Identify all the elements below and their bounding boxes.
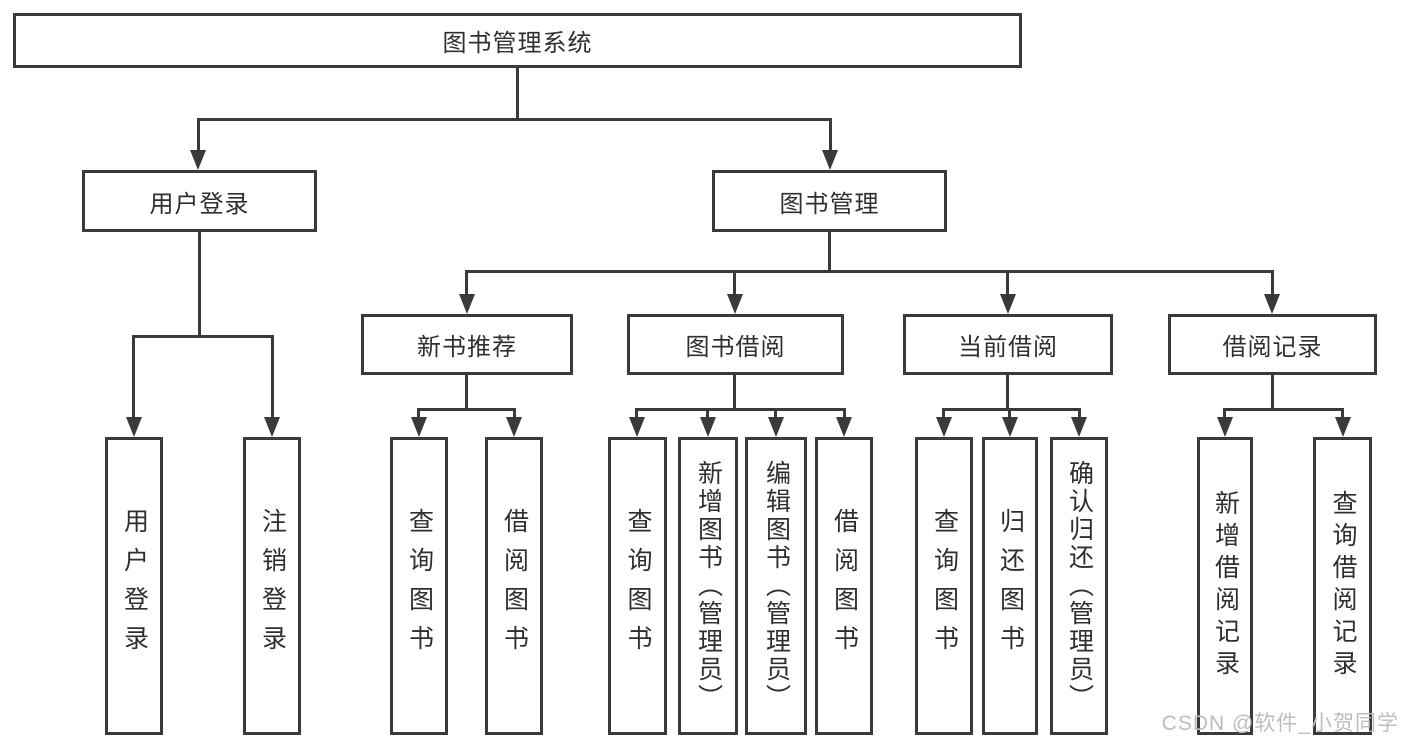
connector-line <box>1341 408 1344 420</box>
connector-line <box>1271 270 1274 296</box>
connector-line <box>1006 375 1009 411</box>
connector-line <box>733 270 736 296</box>
connector-line <box>942 408 1081 411</box>
leaf-log-add-record: 新增借阅记录 <box>1197 437 1253 735</box>
arrowhead-down-icon <box>411 417 427 437</box>
leaf-log-query-record-label: 查询借阅记录 <box>1329 490 1357 682</box>
connector-line <box>513 408 516 420</box>
arrowhead-down-icon <box>506 417 522 437</box>
node-new-book-recommend-label: 新书推荐 <box>417 334 517 361</box>
arrowhead-down-icon <box>1071 417 1087 437</box>
connector-line <box>942 408 945 420</box>
leaf-logout: 注销登录 <box>243 437 301 735</box>
leaf-log-query-record: 查询借阅记录 <box>1313 437 1372 735</box>
leaf-rec-borrow-books-label: 借阅图书 <box>500 508 529 664</box>
node-user-login-label: 用户登录 <box>149 190 250 218</box>
node-root-label: 图书管理系统 <box>442 30 593 57</box>
arrowhead-down-icon <box>190 150 206 170</box>
arrowhead-down-icon <box>1264 294 1280 314</box>
connector-line <box>417 408 516 411</box>
leaf-rec-query-books: 查询图书 <box>390 437 448 735</box>
connector-line <box>465 270 468 296</box>
connector-line <box>1271 375 1274 411</box>
arrowhead-down-icon <box>836 417 852 437</box>
leaf-cur-return-books: 归还图书 <box>982 437 1038 735</box>
connector-line <box>132 335 274 338</box>
node-current-borrow-label: 当前借阅 <box>958 334 1058 361</box>
leaf-cur-confirm-return-admin: 确认归还（管理员） <box>1050 437 1108 735</box>
connector-line <box>635 408 638 420</box>
node-book-borrow: 图书借阅 <box>627 314 844 375</box>
leaf-user-login: 用户登录 <box>105 437 163 735</box>
connector-line <box>1008 408 1011 420</box>
leaf-log-add-record-label: 新增借阅记录 <box>1211 490 1240 682</box>
arrowhead-down-icon <box>459 294 475 314</box>
arrowhead-down-icon <box>126 417 142 437</box>
arrowhead-down-icon <box>1335 417 1351 437</box>
connector-line <box>774 408 777 420</box>
connector-line <box>733 375 736 411</box>
node-new-book-recommend: 新书推荐 <box>361 314 573 375</box>
node-book-management-label: 图书管理 <box>779 190 880 218</box>
connector-line <box>1223 408 1344 411</box>
arrowhead-down-icon <box>727 294 743 314</box>
connector-line <box>271 335 274 419</box>
arrowhead-down-icon <box>1000 294 1016 314</box>
arrowhead-down-icon <box>1002 417 1018 437</box>
connector-line <box>828 232 831 273</box>
leaf-bb-query-books: 查询图书 <box>608 437 667 735</box>
leaf-rec-borrow-books: 借阅图书 <box>485 437 543 735</box>
connector-line <box>706 408 709 420</box>
node-user-login: 用户登录 <box>82 170 317 232</box>
node-borrow-records-label: 借阅记录 <box>1222 334 1323 361</box>
connector-line <box>198 232 201 338</box>
node-current-borrow: 当前借阅 <box>903 314 1113 375</box>
leaf-cur-confirm-return-admin-label: 确认归还（管理员） <box>1065 460 1094 712</box>
leaf-bb-edit-books-admin-label: 编辑图书（管理员） <box>762 460 791 712</box>
watermark: CSDN @软件_小贺同学 <box>1161 712 1399 735</box>
connector-line <box>829 118 832 152</box>
arrowhead-down-icon <box>700 417 716 437</box>
leaf-bb-query-books-label: 查询图书 <box>624 508 652 664</box>
leaf-bb-edit-books-admin: 编辑图书（管理员） <box>745 437 807 735</box>
node-root-system: 图书管理系统 <box>13 13 1022 68</box>
leaf-bb-add-books-admin-label: 新增图书（管理员） <box>694 460 723 712</box>
arrowhead-down-icon <box>629 417 645 437</box>
leaf-cur-query-books: 查询图书 <box>915 437 973 735</box>
leaf-logout-label: 注销登录 <box>258 508 287 664</box>
connector-line <box>417 408 420 420</box>
leaf-bb-borrow-books: 借阅图书 <box>815 437 873 735</box>
connector-line <box>635 408 846 411</box>
connector-line <box>132 335 135 419</box>
leaf-bb-add-books-admin: 新增图书（管理员） <box>678 437 738 735</box>
node-borrow-records: 借阅记录 <box>1168 314 1377 375</box>
arrowhead-down-icon <box>822 150 838 170</box>
leaf-cur-return-books-label: 归还图书 <box>996 508 1025 664</box>
node-book-borrow-label: 图书借阅 <box>685 334 786 361</box>
leaf-rec-query-books-label: 查询图书 <box>405 508 434 664</box>
node-book-management: 图书管理 <box>712 170 947 232</box>
leaf-user-login-label: 用户登录 <box>120 508 149 664</box>
connector-line <box>843 408 846 420</box>
connector-line <box>1078 408 1081 420</box>
leaf-cur-query-books-label: 查询图书 <box>930 508 959 664</box>
connector-line <box>516 67 519 121</box>
leaf-bb-borrow-books-label: 借阅图书 <box>830 508 859 664</box>
connector-line <box>1223 408 1226 420</box>
connector-line <box>465 375 468 411</box>
connector-line <box>1006 270 1009 296</box>
arrowhead-down-icon <box>768 417 784 437</box>
arrowhead-down-icon <box>936 417 952 437</box>
connector-line <box>465 270 1274 273</box>
arrowhead-down-icon <box>1217 417 1233 437</box>
connector-line <box>197 118 200 152</box>
arrowhead-down-icon <box>264 417 280 437</box>
connector-line <box>197 118 832 121</box>
